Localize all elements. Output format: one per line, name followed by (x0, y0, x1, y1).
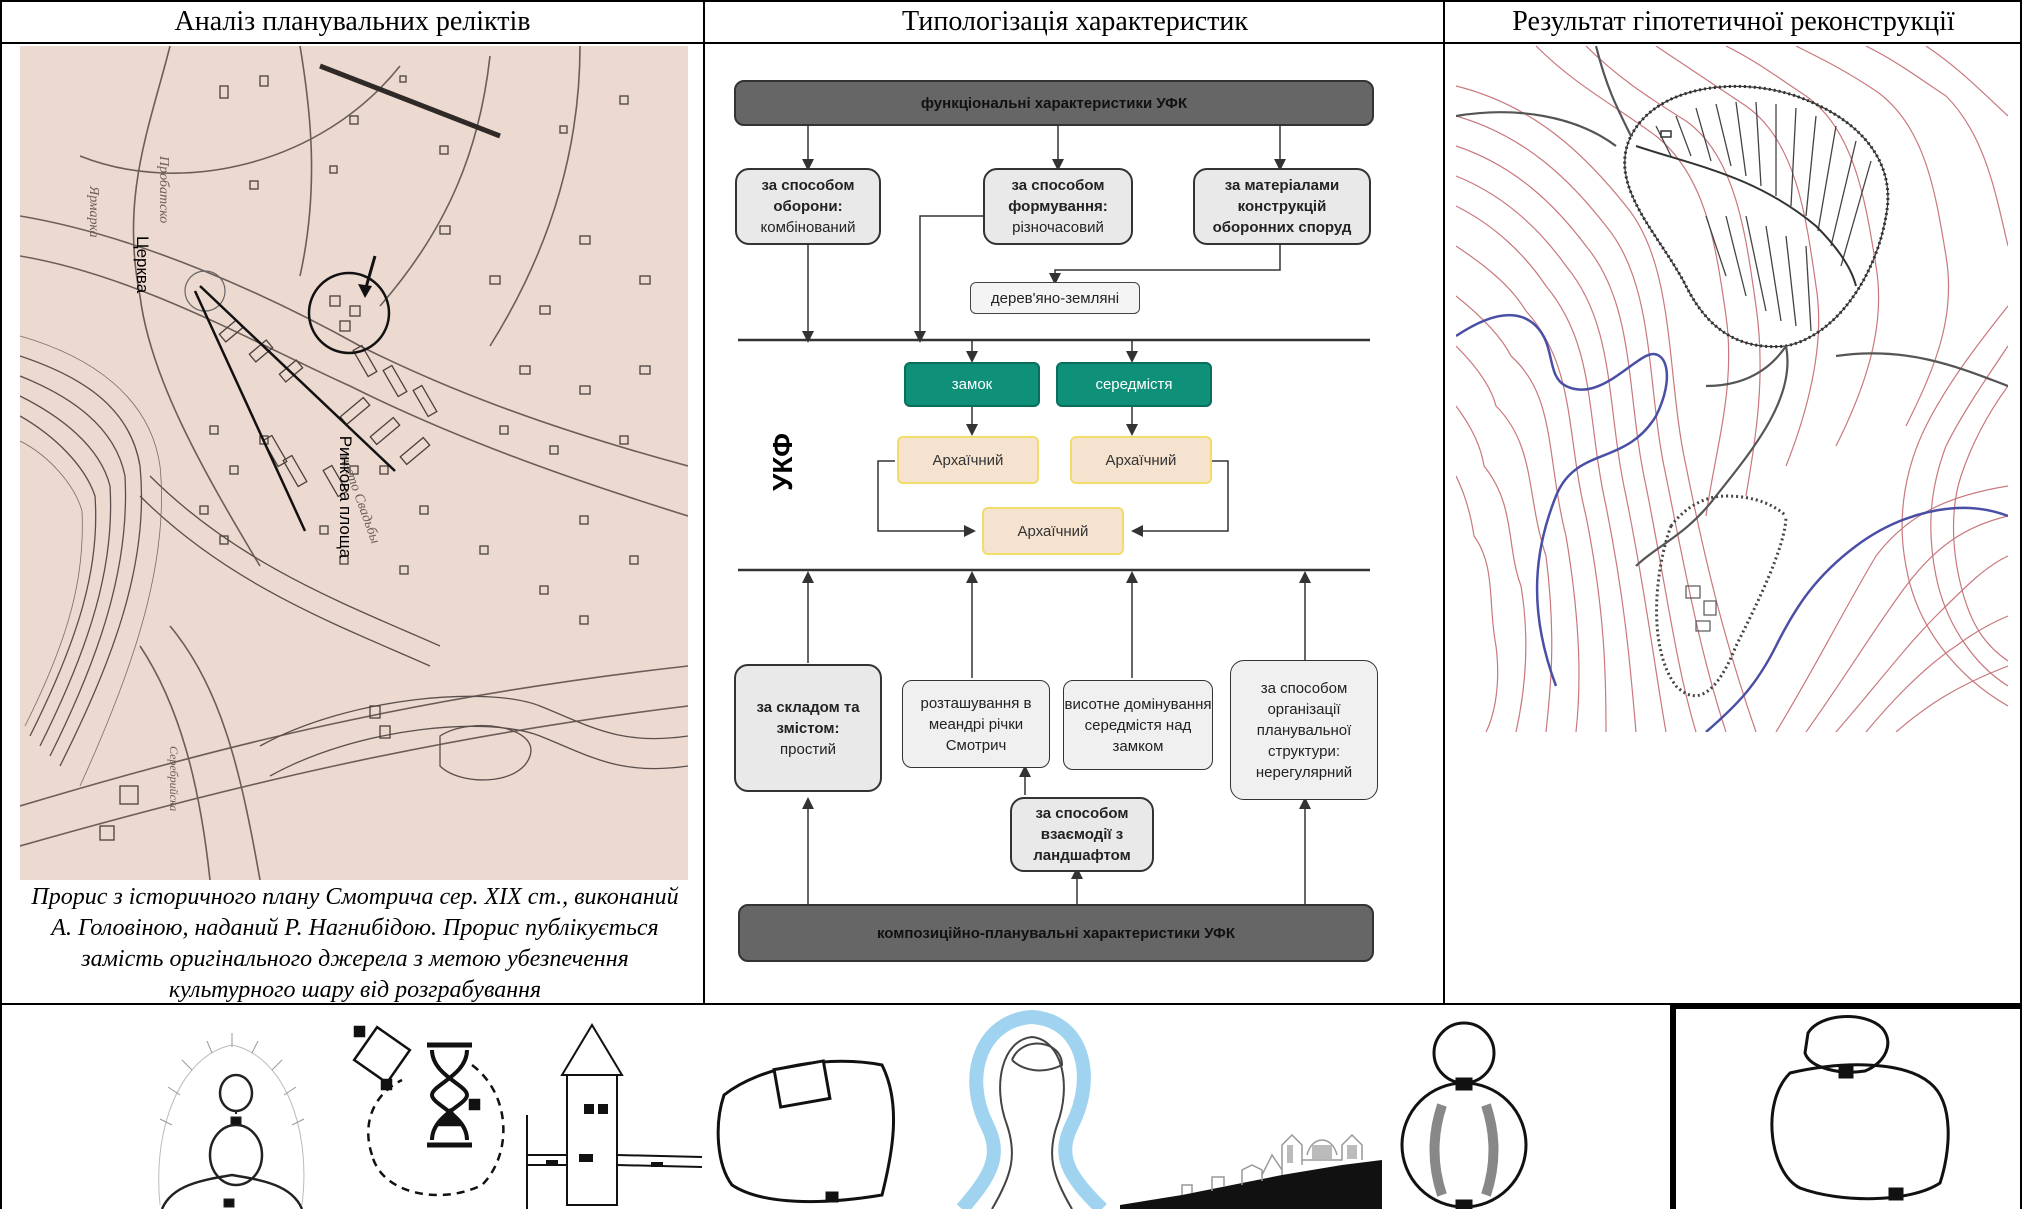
defense-method-title: за способом оборони: (761, 177, 855, 215)
map-caption: Прорис з історичного плану Смотрича сер.… (31, 884, 679, 1003)
planning-structure-box: за способом організації планувальної стр… (1230, 660, 1378, 800)
construction-materials-title: за матеріалами конструкцій оборонних спо… (1212, 177, 1352, 236)
composition-content-box: за складом та змістом: простий (734, 664, 882, 792)
formation-method-title: за способом формування: (1008, 177, 1108, 215)
column-divider-2 (1443, 0, 1445, 1004)
reconstruction-map (1455, 45, 2009, 733)
composition-content-title: за складом та змістом: (756, 698, 860, 737)
table-border-top (0, 0, 2022, 2)
header-typology: Типологізація характеристик (902, 5, 1248, 37)
functional-characteristics-bar: функціональні характеристики УФК (734, 80, 1374, 126)
archaic-box-downtown: Архаїчний (1070, 436, 1212, 484)
landscape-interaction-box: за способом взаємодії з ландшафтом (1010, 797, 1154, 872)
table-header-divider (0, 42, 2022, 44)
svg-text:Ярмарка: Ярмарка (86, 185, 101, 238)
formation-method-box: за способом формування: різночасовий (983, 168, 1133, 245)
height-dominance-text: висотне домінування середмістя над замко… (1064, 695, 1212, 755)
river-meander-icon (956, 1009, 1107, 1214)
height-dominance-box: висотне домінування середмістя над замко… (1063, 680, 1213, 770)
table-border-right (2020, 0, 2022, 1209)
symbol-strip (2, 1005, 1672, 1214)
planning-structure-text: за способом організації планувальної стр… (1255, 679, 1353, 781)
compositional-characteristics-bar: композиційно-планувальні характеристики … (738, 904, 1374, 962)
ukf-label: УКФ (767, 432, 798, 491)
table-border-left (0, 0, 2, 1209)
tower-wall-icon (526, 1023, 703, 1209)
result-scheme-panel (1670, 1003, 2022, 1209)
market-label: Ринкова площа (336, 435, 355, 559)
downtown-box: середмістя (1056, 362, 1212, 407)
hourglass-time-icon (352, 1025, 505, 1197)
historical-map: Пробатско Ярмарка место Свадьбы Серебрий… (19, 45, 689, 881)
castle-downtown-icon (1400, 1021, 1528, 1211)
formation-method-value: різночасовий (1012, 219, 1104, 236)
column-divider-1 (703, 0, 705, 1004)
castle-box: замок (904, 362, 1040, 407)
header-reconstruction: Результат гіпотетичної реконструкції (1512, 5, 1955, 37)
composition-content-value: простий (780, 740, 836, 758)
defense-method-value: комбінований (760, 219, 856, 236)
landscape-interaction-title: за способом взаємодії з ландшафтом (1033, 805, 1131, 864)
skyline-elevation-icon (1120, 1133, 1382, 1209)
castle-enclosure-icon (716, 1059, 896, 1204)
construction-materials-box: за матеріалами конструкцій оборонних спо… (1193, 168, 1371, 245)
archaic-box-castle: Архаїчний (897, 436, 1039, 484)
meander-location-box: розташування в меандрі річки Смотрич (902, 680, 1050, 768)
svg-text:Серебрийска: Серебрийска (167, 746, 181, 811)
result-scheme-icon (1770, 1015, 1950, 1201)
materials-value-box: дерев'яно-земляні (970, 282, 1140, 314)
meander-location-text: розташування в меандрі річки Смотрич (920, 694, 1032, 754)
typology-diagram: функціональні характеристики УФК за спос… (710, 70, 1440, 990)
defense-method-box: за способом оборони: комбінований (735, 168, 881, 245)
header-analysis: Аналіз планувальних реліктів (174, 5, 531, 37)
table-row-divider (0, 1003, 2022, 1005)
svg-text:Пробатско: Пробатско (156, 155, 171, 223)
archaic-box-combined: Архаїчний (982, 507, 1124, 555)
church-label: Церква (133, 236, 152, 294)
meander-plateau-icon (158, 1033, 305, 1210)
